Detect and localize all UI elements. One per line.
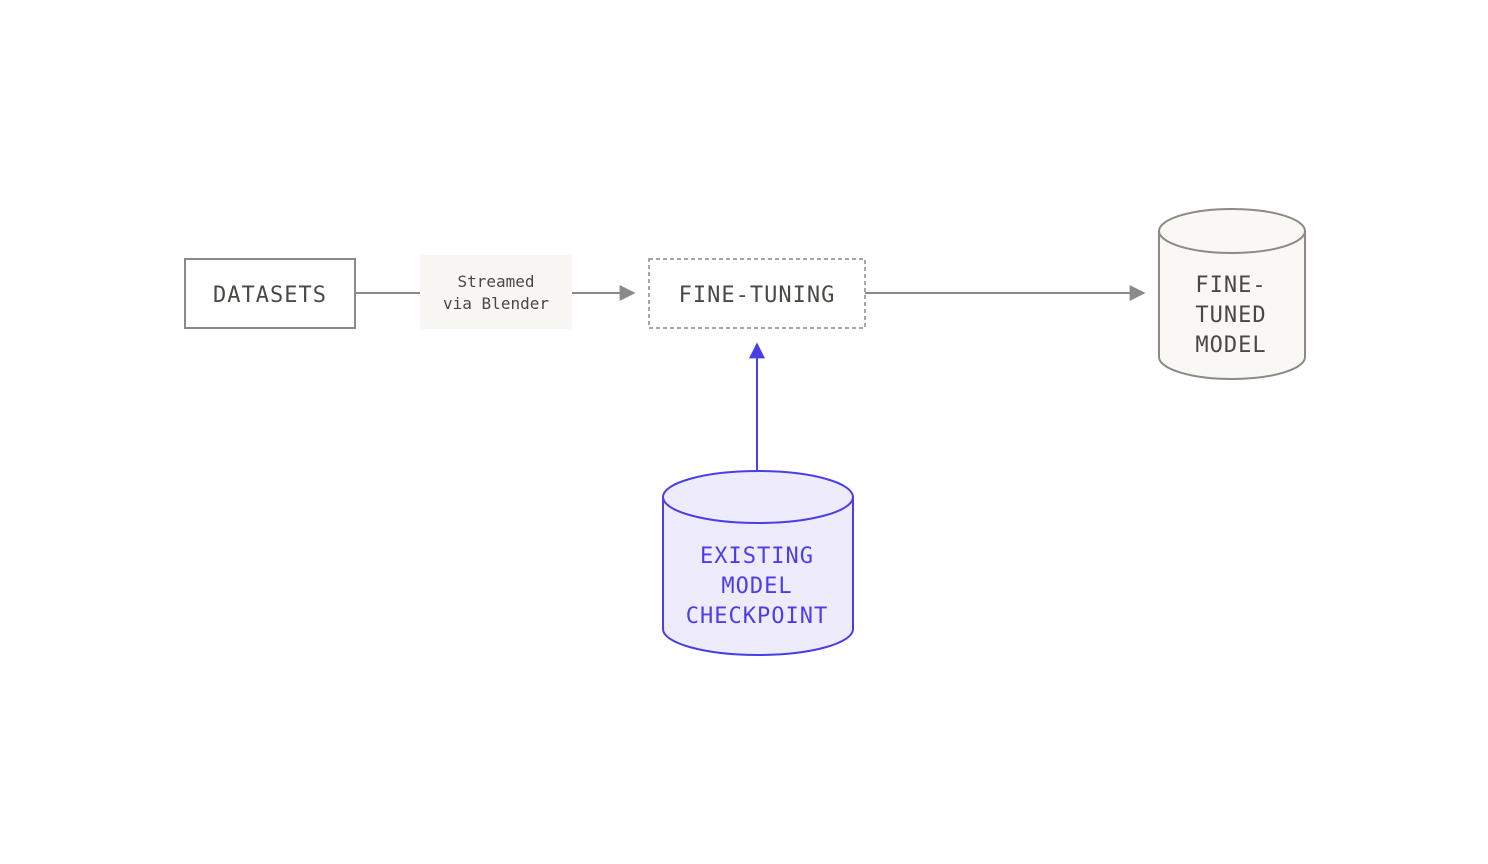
fine-tuning-label: FINE-TUNING [679,283,836,308]
checkpoint-label-line3: CHECKPOINT [686,604,828,629]
fine-tuned-model-label-line3: MODEL [1195,333,1266,358]
datasets-node: DATASETS [184,258,356,329]
stream-label-line2: via Blender [443,294,549,313]
fine-tuned-model-label-line2: TUNED [1195,303,1266,328]
fine-tuned-model-cylinder-top [1158,208,1306,254]
checkpoint-label-line2: MODEL [721,574,792,599]
datasets-label: DATASETS [213,283,327,308]
checkpoint-label-line1: EXISTING [700,544,814,569]
checkpoint-cylinder-top [662,470,854,524]
fine-tuned-model-label-line1: FINE- [1195,273,1266,298]
checkpoint-node: EXISTING MODEL CHECKPOINT [662,470,854,656]
fine-tuned-model-cylinder [1158,231,1306,380]
stream-label-line1: Streamed [457,272,534,291]
stream-label-node: Streamed via Blender [420,255,572,329]
checkpoint-cylinder [662,497,854,656]
stream-label-bg [420,255,572,329]
fine-tuning-node: FINE-TUNING [648,258,866,329]
fine-tuned-model-node: FINE- TUNED MODEL [1158,208,1306,380]
fine-tuning-box [648,258,866,329]
datasets-box [184,258,356,329]
